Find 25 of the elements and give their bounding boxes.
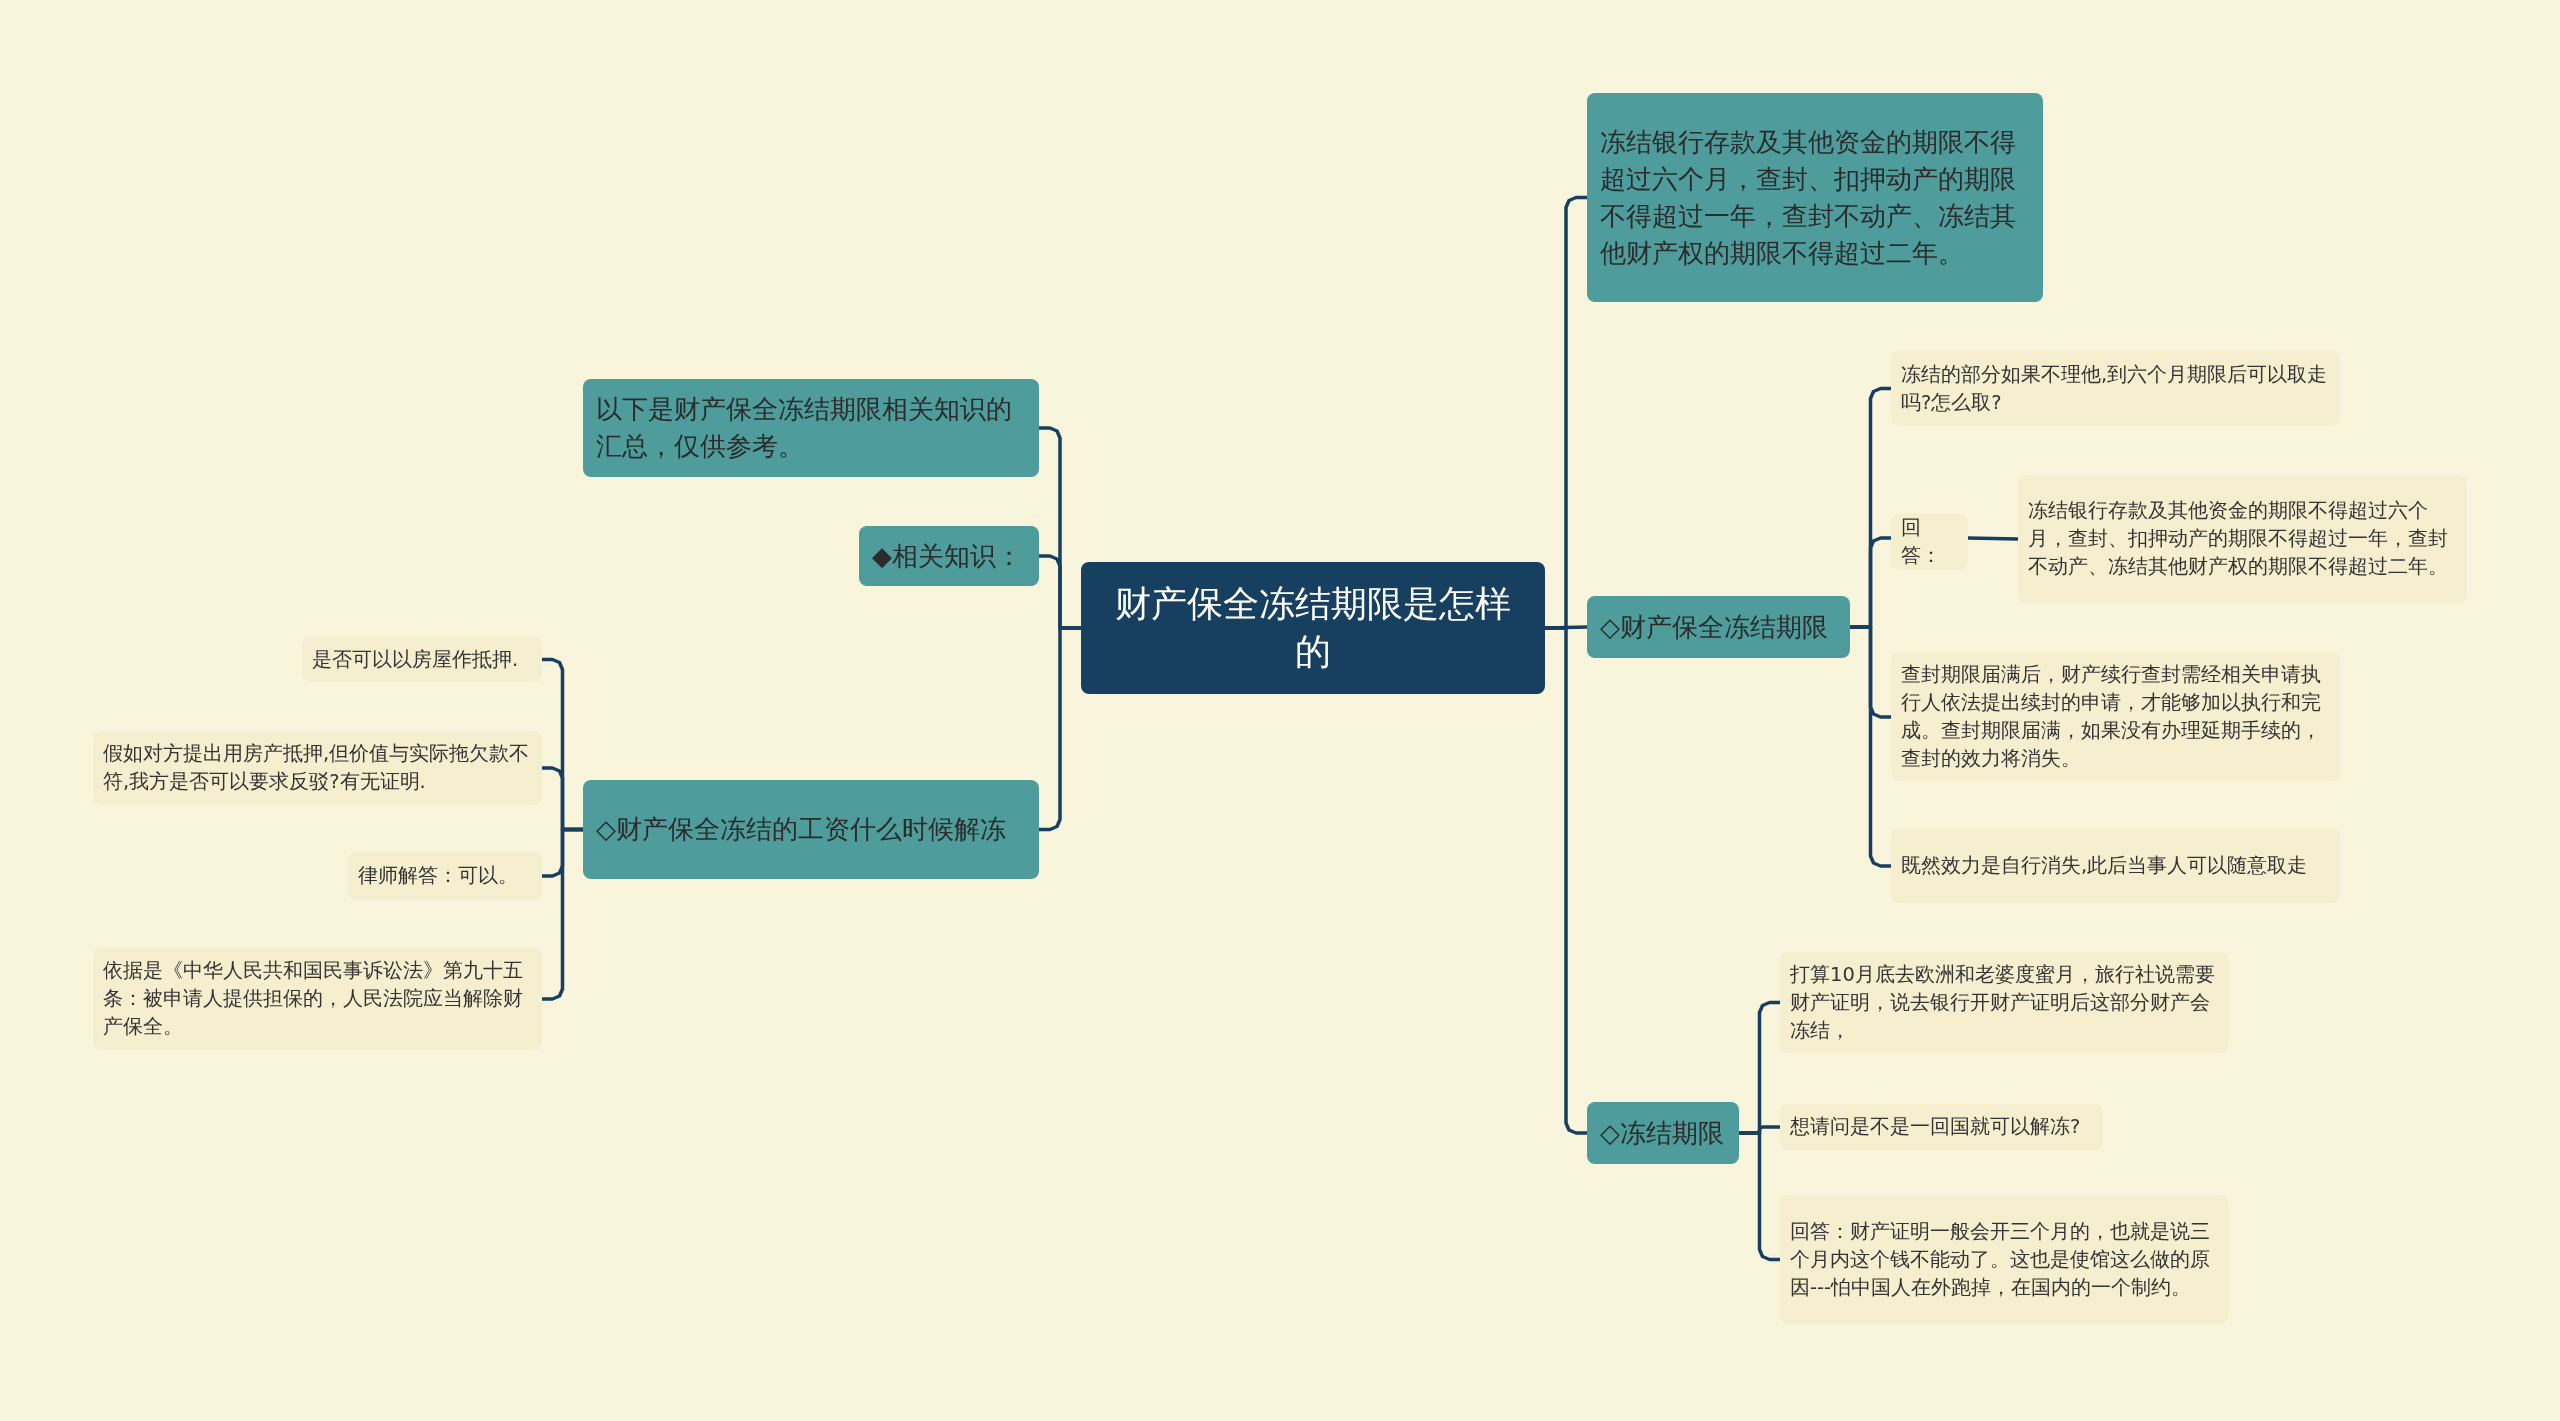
subtopic-box: 冻结的部分如果不理他,到六个月期限后可以取走吗?怎么取? [1891,351,2340,426]
connector-line [1739,1131,1780,1262]
subtopic-box: 查封期限届满后，财产续行查封需经相关申请执行人依法提出续封的申请，才能够加以执行和完成。查封期限届满，如果没有办理延期手续的，查封的效力将消失。 [1891,653,2340,781]
topic-box: ◇财产保全冻结期限 [1587,596,1850,658]
subtopic-box: 回答： [1891,514,1968,570]
subtopic-box: 是否可以以房屋作抵押. [302,637,542,682]
subtopic-box: 律师解答：可以。 [348,852,542,900]
subtopic-box: 假如对方提出用房产抵押,但价值与实际拖欠款不符,我方是否可以要求反驳?有无证明. [93,731,542,805]
subtopic-box: 依据是《中华人民共和国民事诉讼法》第九十五条：被申请人提供担保的，人民法院应当解除财产保全。 [93,948,542,1050]
subtopic-box: 回答：财产证明一般会开三个月的，也就是说三个月内这个钱不能动了。这也是使馆这么做的原因---怕中国人在外跑掉，在国内的一个制约。 [1780,1195,2229,1324]
central-topic-box: 财产保全冻结期限是怎样的 [1081,562,1545,694]
subtopic-box: 冻结银行存款及其他资金的期限不得超过六个月，查封、扣押动产的期限不得超过一年，查封不动产、冻结其他财产权的期限不得超过二年。 [2018,475,2467,603]
connector-line [1967,536,2019,541]
subtopic-box: 打算10月底去欧洲和老婆度蜜月，旅行社说需要财产证明，说去银行开财产证明后这部分财产会冻结， [1780,952,2229,1053]
topic-box: 以下是财产保全冻结期限相关知识的汇总，仅供参考。 [583,379,1039,477]
connector-line [542,827,583,1001]
connector-line [1850,625,1891,868]
subtopic-box: 既然效力是自行消失,此后当事人可以随意取走 [1891,829,2340,903]
subtopic-box: 想请问是不是一回国就可以解冻? [1780,1104,2103,1150]
topic-box: 冻结银行存款及其他资金的期限不得超过六个月，查封、扣押动产的期限不得超过一年，查封不动产、冻结其他财产权的期限不得超过二年。 [1587,93,2043,302]
topic-box: ◆相关知识： [859,526,1039,586]
topic-box: ◇财产保全冻结的工资什么时候解冻 [583,780,1039,879]
connector-line [1039,626,1081,832]
connector-line [1545,626,1587,1135]
topic-box: ◇冻结期限 [1587,1102,1739,1164]
